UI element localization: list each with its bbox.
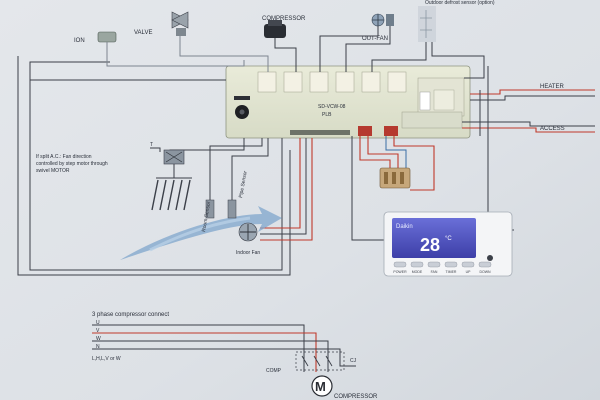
thermostat-button-label: DOWN xyxy=(479,270,491,274)
three-phase-label: 3 phase compressor connect xyxy=(92,312,169,318)
swing-note-line1: If split A.C.: Fan direction xyxy=(36,154,92,160)
relay-3 xyxy=(309,71,329,93)
svg-text:T: T xyxy=(150,142,153,148)
thermostat-button-timer[interactable]: TIMER xyxy=(444,261,458,274)
ion-label: ION xyxy=(74,38,85,44)
defrost-sensor-label: Outdoor defrost sensor (option) xyxy=(425,0,495,6)
swing-note-line2: controlled by step motor through xyxy=(36,161,108,167)
out-fan-icon: OUT-FAN xyxy=(362,13,394,42)
swing-note-line3: swivel MOTOR xyxy=(36,168,70,174)
control-board: SD-VCW-08 PLB xyxy=(225,65,471,139)
indoor-fan-label: Indoor Fan xyxy=(236,250,260,256)
phase-u-label: U xyxy=(96,320,100,326)
thermostat-button-power[interactable]: POWER xyxy=(393,261,407,274)
thermostat-button-label: UP xyxy=(466,270,472,274)
compressor-bottom-label: COMPRESSOR xyxy=(334,394,378,400)
motor-letter: M xyxy=(315,379,326,394)
relay-5 xyxy=(361,71,381,93)
relay-1 xyxy=(257,71,277,93)
thermostat-brand: Daikin xyxy=(396,224,413,230)
thermostat-temperature: 28 xyxy=(420,235,440,255)
pipe-sensor: Pipe Sensor xyxy=(227,170,249,219)
out-fan-label: OUT-FAN xyxy=(362,36,388,42)
thermostat-button-label: FAN xyxy=(431,270,438,274)
thermostat-panel: Daikin 28 °C POWER MODE FAN TIMER UP DOWN xyxy=(383,211,513,277)
relay-2 xyxy=(283,71,303,93)
thermostat-indicator-icon xyxy=(487,255,493,261)
valve-label: VALVE xyxy=(134,30,152,36)
room-sensor-label: Room Sensor xyxy=(201,201,212,232)
contactor-label: CJ xyxy=(350,358,357,364)
phase-lines xyxy=(92,324,296,350)
line-note: L,H,L,V or W xyxy=(92,356,121,362)
heater-label: HEATER xyxy=(540,84,565,90)
comp-label: COMP xyxy=(266,368,282,374)
thermostat-lcd xyxy=(392,218,476,258)
thermostat-button-fan[interactable]: FAN xyxy=(427,261,441,274)
thermostat-button-label: TIMER xyxy=(446,270,457,274)
thermostat-button-label: MODE xyxy=(412,270,423,274)
step-motor xyxy=(163,149,185,165)
board-sub: PLB xyxy=(322,112,332,118)
defrost-sensor: Outdoor defrost sensor (option) xyxy=(418,0,495,42)
board-model: SD-VCW-08 xyxy=(318,104,346,110)
motor-icon: M COMPRESSOR xyxy=(311,375,378,400)
room-sensor: Room Sensor xyxy=(201,199,215,232)
compressor-top-icon: COMPRESSOR xyxy=(262,16,306,38)
phase-v-label: V xyxy=(96,328,100,334)
access-label: ACCESS xyxy=(540,126,565,132)
phase-w-label: W xyxy=(96,336,101,342)
phase-n-label: N xyxy=(96,344,100,350)
contactor: CJ COMP xyxy=(266,351,357,374)
terminal-connector xyxy=(379,167,411,189)
indoor-fan-icon: Indoor Fan xyxy=(236,222,260,256)
relay-4 xyxy=(335,71,355,93)
ion-generator: ION xyxy=(74,31,117,58)
pipe-sensor-label: Pipe Sensor xyxy=(238,170,249,198)
thermostat-button-mode[interactable]: MODE xyxy=(410,261,424,274)
thermostat-button-down[interactable]: DOWN xyxy=(478,261,492,274)
louver-array xyxy=(151,177,192,211)
thermostat-button-label: POWER xyxy=(393,270,407,274)
compressor-top-label: COMPRESSOR xyxy=(262,16,306,22)
thermostat-degree: °C xyxy=(445,236,452,242)
thermostat-button-up[interactable]: UP xyxy=(461,261,475,274)
valve-component: VALVE xyxy=(134,11,189,36)
relay-6 xyxy=(387,71,407,93)
